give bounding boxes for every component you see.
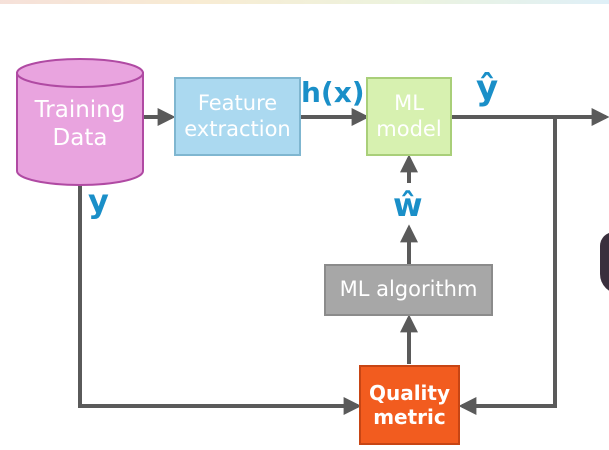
arrow-y-to-quality [78, 185, 362, 415]
arrow-yhat-to-quality [458, 117, 557, 415]
yhat-label: ŷ [476, 68, 499, 108]
y-label: y [88, 182, 109, 220]
what-label: ŵ [393, 186, 423, 224]
presenter-silhouette [600, 232, 609, 294]
quality-metric-box [359, 365, 460, 445]
feature-extraction-box [174, 77, 301, 156]
feature-extraction-label: Feature extraction [184, 91, 291, 141]
hx-label: h(x) [301, 76, 365, 109]
ml-algorithm-label: ML algorithm [339, 277, 478, 302]
training-data-label: Training Data [34, 97, 126, 151]
top-color-strip [0, 0, 609, 4]
ml-model-box [366, 77, 452, 156]
quality-metric-label: Quality metric [368, 381, 451, 429]
ml-algorithm-box [324, 264, 493, 316]
training-data-cylinder [16, 58, 144, 186]
ml-model-label: ML model [376, 91, 442, 141]
